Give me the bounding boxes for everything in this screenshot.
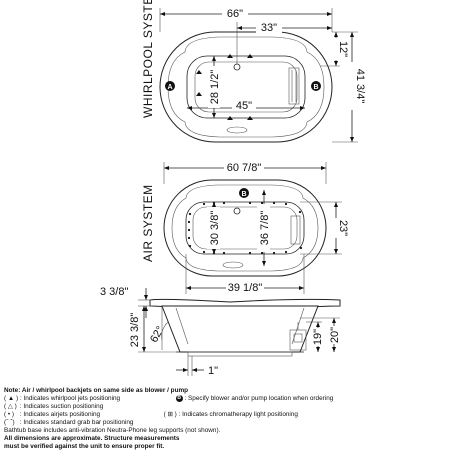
chromatherapy-icon: ( ⊞ ) bbox=[163, 410, 177, 418]
whirlpool-system-label: WHIRLPOOL SYSTEM bbox=[141, 0, 155, 118]
air-drain bbox=[233, 207, 241, 215]
marker-b-icon: B bbox=[175, 394, 183, 402]
note-line-4: ( • ) : Indicates airjets positioning ( … bbox=[4, 410, 298, 418]
suction-icon: ( △ ) bbox=[4, 403, 17, 410]
whirlpool-offset-dim: 33" bbox=[261, 22, 277, 34]
air-depth-dim: 23" bbox=[337, 220, 349, 236]
air-marker-b bbox=[239, 188, 249, 198]
air-basin bbox=[185, 201, 305, 255]
whirlpool-width-dim: 66" bbox=[227, 8, 243, 20]
side-20-dim: 20" bbox=[329, 327, 341, 343]
whirlpool-basin bbox=[186, 55, 306, 119]
air-system-label: AIR SYSTEM bbox=[141, 184, 155, 262]
note-line-1: Note: Air / whirlpool backjets on same s… bbox=[4, 387, 189, 394]
air-inner-right-dim: 36 7/8" bbox=[259, 211, 271, 246]
whirlpool-pump-equipment bbox=[288, 67, 300, 105]
notes: Note: Air / whirlpool backjets on same s… bbox=[4, 387, 458, 450]
whirlpool-inner-depth-dim: 28 1/2" bbox=[209, 70, 221, 105]
svg-text:B: B bbox=[241, 191, 246, 198]
air-inner-left-dim: 30 3/8" bbox=[209, 211, 221, 246]
side-base-dim: 1" bbox=[208, 365, 218, 377]
side-tub-body bbox=[161, 305, 319, 353]
side-19-dim: 19" bbox=[312, 329, 324, 345]
air-view: AIR SYSTEM 60 7/8" B 30 3/8" bbox=[141, 160, 349, 294]
technical-drawing: WHIRLPOOL SYSTEM A B bbox=[100, 0, 366, 377]
note-line-2: ( ▲ ) : Indicates whirlpool jets positio… bbox=[4, 394, 334, 403]
whirlpool-tub-outline bbox=[159, 31, 333, 143]
note-line-7: All dimensions are approximate. Structur… bbox=[4, 434, 180, 442]
svg-text:A: A bbox=[167, 84, 172, 91]
side-height-dim: 23 3/8" bbox=[129, 313, 141, 348]
air-blower-equipment bbox=[290, 215, 301, 245]
air-pillow bbox=[222, 261, 244, 269]
note-line-5: (⌒) : Indicates standard grab bar positi… bbox=[4, 418, 134, 426]
whirlpool-small-dim: 12" bbox=[337, 41, 349, 57]
whirlpool-marker-b bbox=[311, 81, 321, 91]
whirlpool-depth-dim: 41 3/4" bbox=[354, 69, 366, 104]
whirlpool-jet-icon: ( ▲ ) bbox=[4, 395, 19, 403]
airjet-icon: ( • ) bbox=[4, 410, 15, 418]
air-width-dim: 60 7/8" bbox=[227, 162, 262, 174]
whirlpool-view: WHIRLPOOL SYSTEM A B bbox=[141, 0, 366, 143]
air-tub-rim bbox=[171, 184, 319, 272]
side-view: 3 3/8" 23 3/8" 62° 20" 19" 1" bbox=[100, 286, 341, 377]
air-basin-inner bbox=[192, 206, 298, 250]
grab-bar-icon: (⌒) bbox=[4, 418, 15, 426]
side-rim-dim: 3 3/8" bbox=[100, 286, 128, 298]
whirlpool-marker-a bbox=[165, 81, 175, 91]
note-line-8: must be verified against the unit to ens… bbox=[4, 442, 165, 450]
note-line-6: Bathtub base includes anti-vibration Neu… bbox=[4, 426, 221, 434]
svg-text:B: B bbox=[313, 84, 318, 91]
whirlpool-tub-rim bbox=[167, 36, 325, 138]
whirlpool-inner-width-dim: 45" bbox=[236, 100, 252, 112]
whirlpool-basin-inner bbox=[194, 61, 298, 113]
side-base bbox=[187, 351, 293, 357]
note-line-3: ( △ ) : Indicates suction positioning bbox=[4, 403, 104, 410]
whirlpool-pillow bbox=[226, 126, 248, 134]
air-bottom-width-dim: 39 1/8" bbox=[228, 282, 263, 294]
whirlpool-jets bbox=[196, 54, 253, 120]
